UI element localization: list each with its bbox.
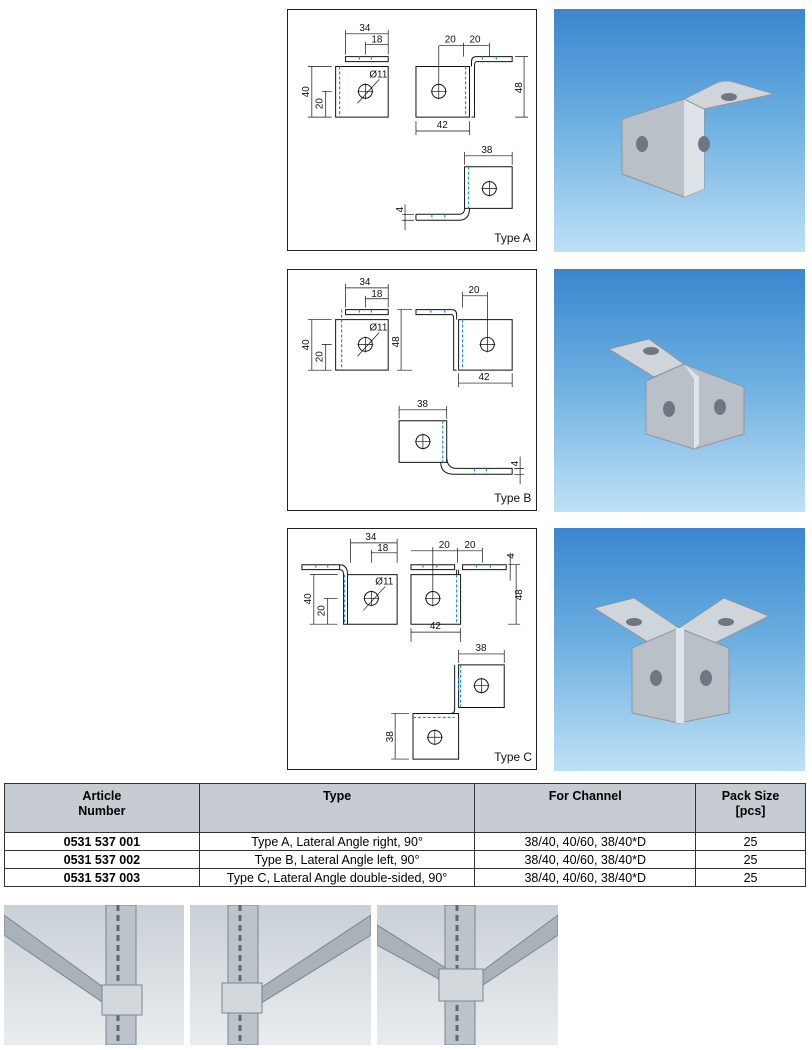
dim-38: 38 [475,643,487,654]
product-photo-type-a [554,9,805,252]
dim-40: 40 [303,593,314,605]
application-photo-type-b [190,905,371,1045]
table-row: 0531 537 002 Type B, Lateral Angle left,… [4,850,806,869]
dim-42: 42 [430,621,442,632]
dim-hole: Ø11 [375,577,393,588]
header-text: Pack Size [721,789,780,803]
type-cell: Type B, Lateral Angle left, 90° [198,850,476,869]
dim-34: 34 [359,23,371,34]
dim-40: 40 [301,86,312,98]
article-number: 0531 537 002 [4,850,200,869]
dim-34: 34 [365,532,377,543]
product-photo-type-c [554,528,805,771]
technical-drawing-type-a: 34 18 Ø11 40 20 20 20 48 42 38 4 Type A [287,9,537,251]
dim-20b: 20 [465,540,477,551]
dim-20a: 20 [439,540,451,551]
dim-18: 18 [371,289,383,300]
header-text: Article [82,789,122,803]
channel-cell: 38/40, 40/60, 38/40*D [474,850,697,869]
dim-4: 4 [506,553,517,559]
type-label: Type C [494,750,532,764]
article-number: 0531 537 003 [4,868,200,887]
type-cell: Type C, Lateral Angle double-sided, 90° [198,868,476,887]
product-photo-type-b [554,269,805,512]
technical-drawing-type-c: 34 18 Ø11 40 20 20 20 4 48 42 38 38 Type… [287,528,537,770]
type-label: Type B [494,491,531,505]
header-text: [pcs] [735,804,766,818]
pack-size-cell: 25 [695,850,806,869]
dim-4: 4 [510,460,521,466]
header-pack-size: Pack Size[pcs] [695,783,806,833]
dim-hole: Ø11 [369,322,387,333]
dim-34: 34 [359,277,371,288]
dim-40: 40 [301,339,312,351]
dim-42: 42 [478,372,490,383]
channel-cell: 38/40, 40/60, 38/40*D [474,832,697,851]
dim-4: 4 [395,206,406,212]
dim-48: 48 [391,336,402,348]
table-row: 0531 537 001 Type A, Lateral Angle right… [4,832,806,851]
technical-drawing-type-b: 34 18 Ø11 40 20 20 48 42 38 4 Type B [287,269,537,511]
pack-size-cell: 25 [695,868,806,887]
header-text: Number [78,804,126,818]
dim-38: 38 [481,145,493,156]
pack-size-cell: 25 [695,832,806,851]
header-channel: For Channel [474,783,697,833]
dim-48: 48 [514,589,525,601]
dim-20: 20 [315,351,326,363]
type-cell: Type A, Lateral Angle right, 90° [198,832,476,851]
article-number: 0531 537 001 [4,832,200,851]
application-photo-type-c [377,905,558,1045]
dim-20a: 20 [469,285,481,296]
dim-48: 48 [514,82,525,94]
channel-cell: 38/40, 40/60, 38/40*D [474,868,697,887]
dim-18: 18 [377,543,389,554]
header-type: Type [198,783,476,833]
dim-38-vertical: 38 [385,731,396,743]
dim-20a: 20 [445,35,457,46]
dim-18: 18 [371,35,383,46]
type-label: Type A [494,231,530,245]
application-photo-type-a [4,905,184,1045]
dim-20: 20 [315,98,326,110]
table-row: 0531 537 003 Type C, Lateral Angle doubl… [4,868,806,887]
dim-42: 42 [437,120,449,131]
dim-20b: 20 [470,35,482,46]
dim-hole: Ø11 [369,69,387,80]
dim-20: 20 [317,605,328,617]
dim-38: 38 [417,399,429,410]
